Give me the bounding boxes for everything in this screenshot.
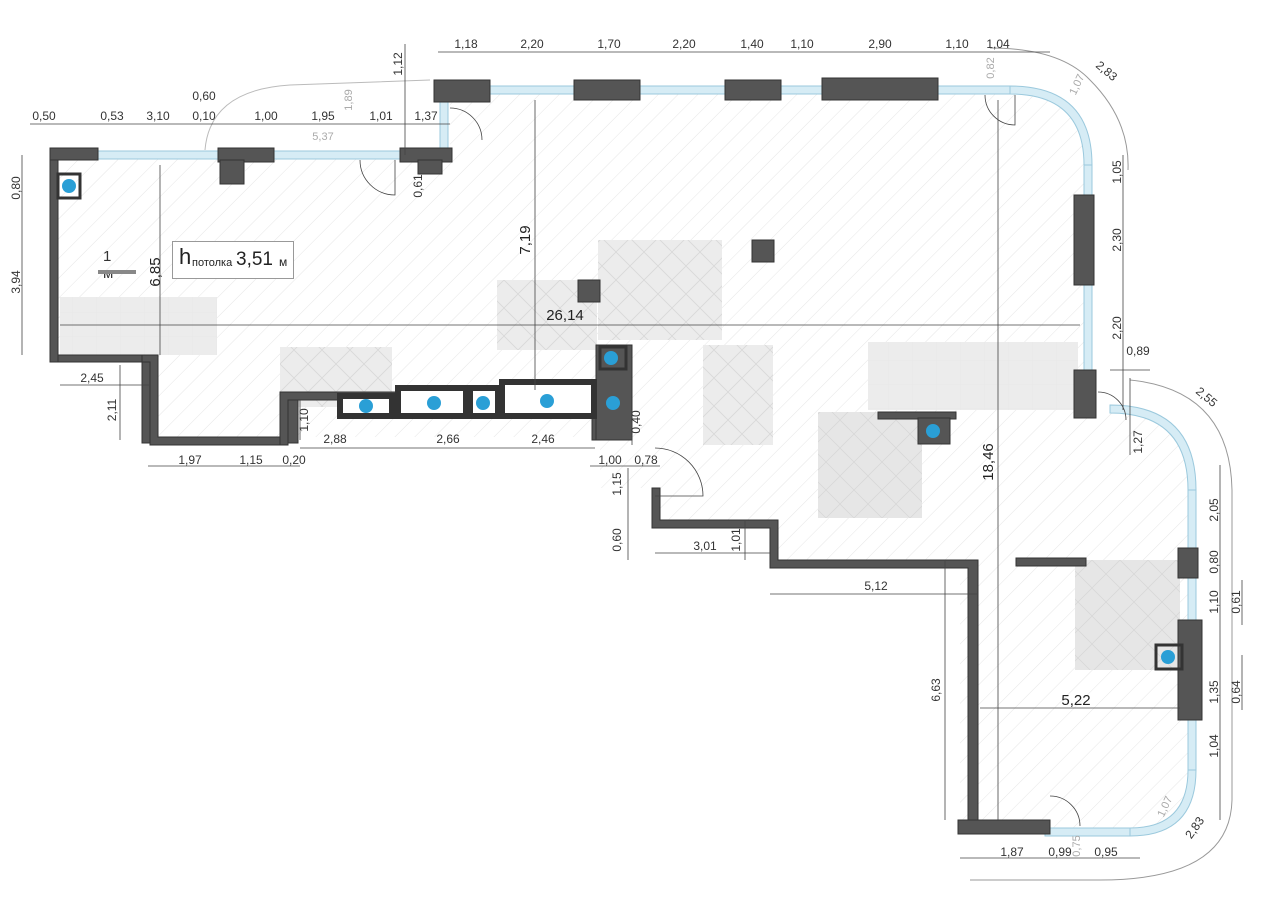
dim-label: 1,10 [297,408,311,432]
dim-label: 0,53 [100,109,124,123]
door-swing [359,159,396,196]
door-swing [1049,795,1081,827]
dim-label: 2,11 [105,398,119,421]
door-swing [654,447,704,497]
dim-label: 2,83 [1182,814,1207,841]
dim-label: 1,07 [1067,72,1087,96]
dimension-lines [21,44,1243,859]
dim-label: 18,46 [980,443,997,481]
dim-label: 5,22 [1061,692,1090,709]
dim-label: 1,10 [945,37,969,51]
dim-label: 1,12 [391,52,405,76]
ceiling-height-label: h потолка 3,51 м [172,241,294,279]
dim-label: 1,95 [311,109,335,123]
dim-label: 1,37 [414,109,438,123]
dim-label: 1,70 [597,37,621,51]
vent-icon [427,394,620,410]
dim-label: 7,19 [517,225,534,254]
dim-label: 0,95 [1094,845,1118,859]
dim-label: 0,89 [1126,344,1150,358]
dim-label: 0,60 [610,528,624,552]
column [577,279,601,303]
dim-label: 1,27 [1131,430,1145,454]
dim-label: 0,82 [985,57,997,78]
ceiling-value: 3,51 [236,249,273,270]
dim-label: 3,01 [693,539,717,553]
dim-label: 2,83 [1093,58,1120,84]
dim-label: 1,01 [369,109,393,123]
dim-label: 2,45 [80,371,104,385]
dim-label: 1,00 [598,453,622,467]
scale-label: 1 м [103,248,113,282]
dim-label: 2,46 [531,432,555,446]
dim-label: 1,40 [740,37,764,51]
dim-label: 26,14 [546,307,584,324]
ceiling-sub-text: потолка [192,257,233,269]
dim-label: 0,64 [1229,680,1243,704]
scale-line [98,270,136,274]
dim-label: 6,63 [929,678,943,702]
dim-label: 0,10 [192,109,216,123]
dim-label: 1,35 [1207,680,1221,704]
door-swing [1097,391,1127,421]
water-riser-icon [62,179,1175,664]
dim-label: 0,40 [629,410,643,434]
wall-bottom [957,819,1051,835]
dim-label: 1,15 [239,453,263,467]
dim-label: 1,18 [454,37,478,51]
dim-label: 5,37 [312,131,333,143]
dim-label: 0,61 [1229,590,1243,614]
dim-label: 1,04 [986,37,1010,51]
floor-area [58,92,1190,830]
partition [1015,557,1087,567]
ceiling-unit: м [279,255,288,269]
dim-label: 0,80 [9,176,23,200]
dim-label: 2,20 [1110,316,1124,340]
dim-label: 0,20 [282,453,306,467]
dim-label: 1,10 [1207,590,1221,614]
door-swing [449,107,483,141]
dim-label: 2,20 [520,37,544,51]
ceiling-h-letter: h [179,244,192,269]
dim-label: 2,55 [1193,384,1220,410]
dim-label: 3,10 [146,109,170,123]
door-swing [984,94,1016,126]
dim-label: 1,97 [178,453,202,467]
dim-label: 0,61 [411,174,425,198]
dim-label: 2,20 [672,37,696,51]
dim-label: 5,12 [864,579,888,593]
dim-label: 1,15 [610,472,624,496]
dim-label: 0,60 [192,89,216,103]
column [751,239,775,263]
dim-label: 6,85 [147,257,164,286]
dim-label: 0,80 [1207,550,1221,574]
dim-label: 2,66 [436,432,460,446]
dim-label: 1,87 [1000,845,1024,859]
dim-label: 1,04 [1207,734,1221,758]
window-bottom [1044,827,1131,837]
dim-label: 1,01 [729,528,743,552]
dim-label: 0,75 [1071,835,1083,856]
dim-label: 1,05 [1110,160,1124,184]
partition [877,411,957,420]
dim-label: 3,94 [9,270,23,294]
dim-label: 0,50 [32,109,56,123]
dim-label: 2,90 [868,37,892,51]
dim-label: 0,99 [1048,845,1072,859]
dim-label: 1,89 [343,89,355,110]
dim-label: 2,30 [1110,228,1124,252]
pier-group [49,77,1203,721]
dim-label: 1,00 [254,109,278,123]
dim-label: 0,78 [634,453,658,467]
dim-label: 1,10 [790,37,814,51]
dim-label: 2,05 [1207,498,1221,522]
dim-label: 2,88 [323,432,347,446]
